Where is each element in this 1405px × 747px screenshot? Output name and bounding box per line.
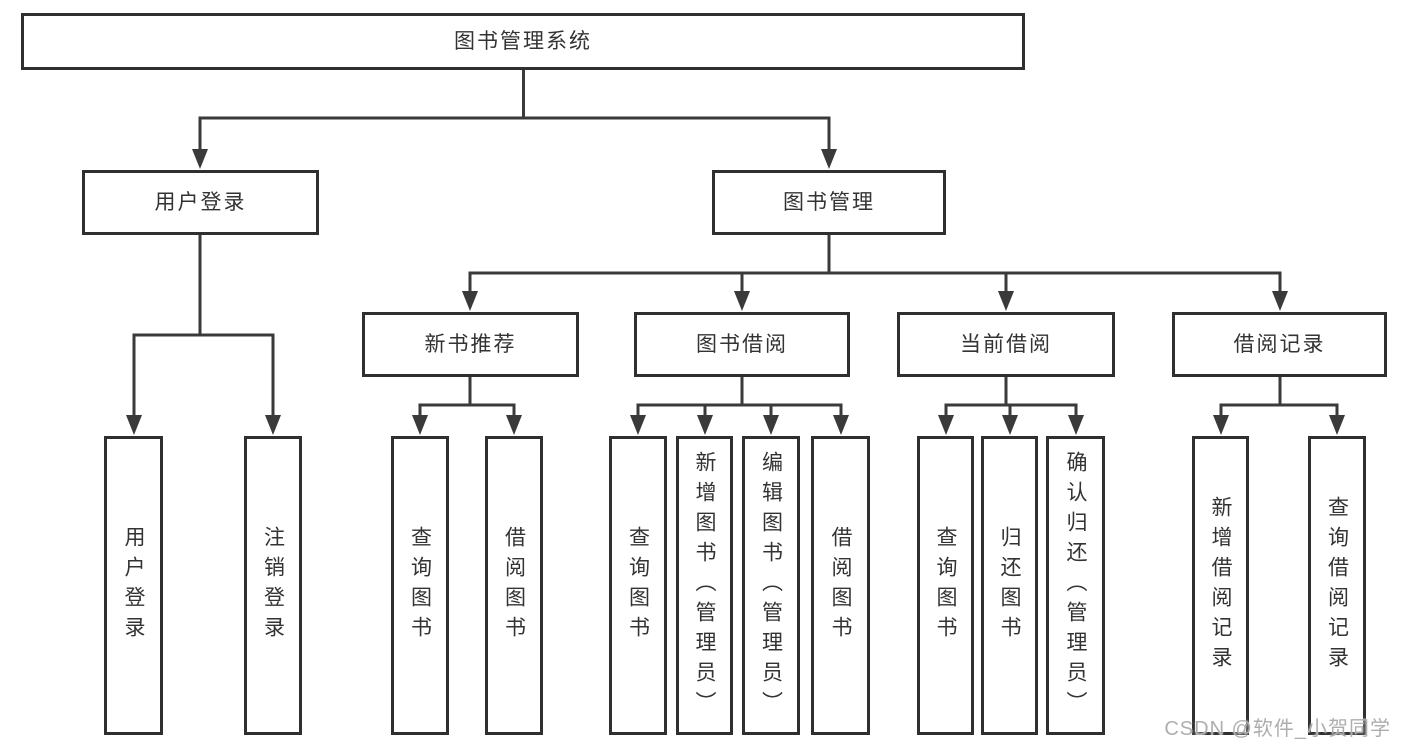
node-branch-user-login: 用户登录 — [82, 170, 319, 235]
leaf-user-login: 用户登录 — [104, 436, 163, 735]
node-module-book-borrowing: 图书借阅 — [634, 312, 850, 377]
leaf-br-query-record: 查询借阅记录 — [1308, 436, 1366, 735]
leaf-cb-confirm-return-admin: 确认归还（管理员） — [1046, 436, 1105, 735]
leaf-bb-edit-books-admin: 编辑图书（管理员） — [742, 436, 800, 735]
node-module-current-borrowing: 当前借阅 — [897, 312, 1115, 377]
node-module-borrowing-records: 借阅记录 — [1172, 312, 1387, 377]
leaf-nbr-query-books: 查询图书 — [391, 436, 449, 735]
csdn-watermark: CSDN @软件_小贺同学 — [1164, 718, 1391, 740]
leaf-bb-borrow-books: 借阅图书 — [811, 436, 870, 735]
leaf-cb-return-books: 归还图书 — [981, 436, 1038, 735]
leaf-bb-add-books-admin: 新增图书（管理员） — [676, 436, 733, 735]
leaf-cb-query-books: 查询图书 — [917, 436, 974, 735]
node-module-new-book-recommend: 新书推荐 — [362, 312, 579, 377]
node-root: 图书管理系统 — [21, 13, 1025, 70]
leaf-nbr-borrow-books: 借阅图书 — [485, 436, 543, 735]
node-branch-book-management: 图书管理 — [712, 170, 946, 235]
leaf-logout: 注销登录 — [244, 436, 302, 735]
leaf-bb-query-books: 查询图书 — [609, 436, 667, 735]
arrowheads — [126, 149, 1345, 435]
leaf-br-add-record: 新增借阅记录 — [1192, 436, 1249, 735]
